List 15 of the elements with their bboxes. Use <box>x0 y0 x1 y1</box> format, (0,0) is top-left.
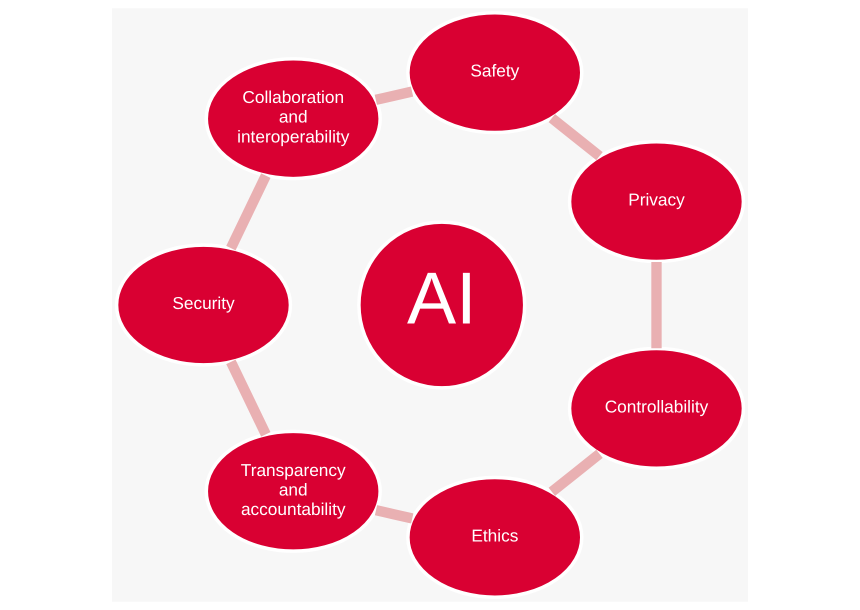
node-ellipse: Privacy <box>568 140 746 264</box>
connector <box>548 450 603 496</box>
connector <box>226 173 270 250</box>
node-ellipse: Ethics <box>406 476 584 599</box>
connector <box>548 114 603 160</box>
node-ellipse: Transparency and accountability <box>204 430 382 553</box>
node-ellipse: Collaboration and interoperability <box>204 57 382 180</box>
node-ellipse: Security <box>114 243 292 367</box>
node-ellipse: Safety <box>406 11 584 134</box>
node-circle: AI <box>357 220 526 390</box>
connector <box>226 360 270 437</box>
connector <box>374 86 414 105</box>
node-ellipse: Controllability <box>568 346 746 470</box>
connector <box>374 505 414 524</box>
connector <box>651 262 662 348</box>
